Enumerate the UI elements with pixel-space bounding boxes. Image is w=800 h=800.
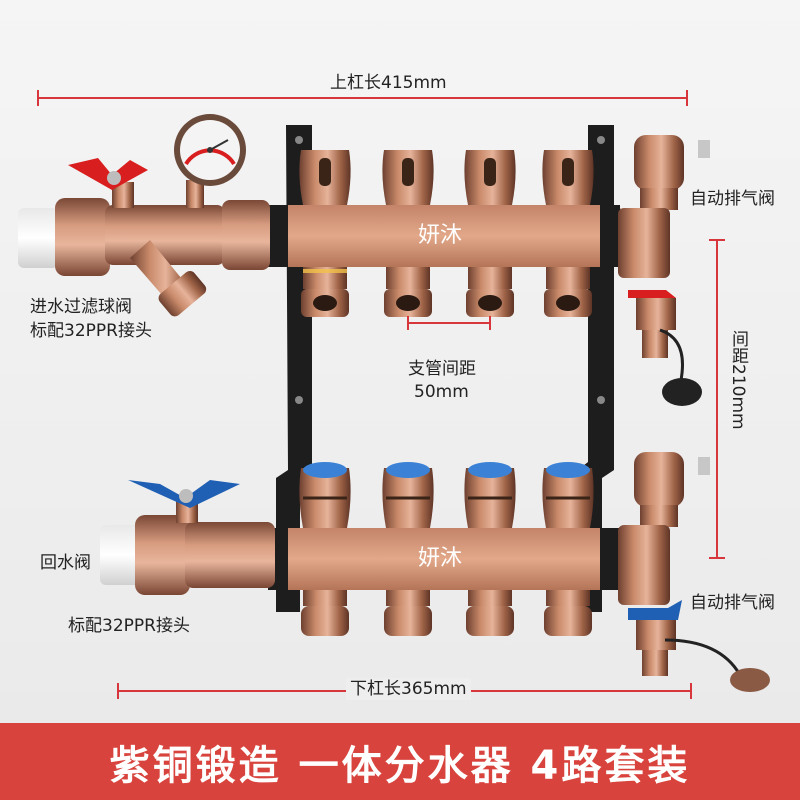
inlet-valve-label-line1: 进水过滤球阀: [30, 297, 132, 317]
bottom-branch-caps: [299, 462, 594, 528]
brand-mark-bottom: 妍沐: [418, 546, 463, 571]
brand-mark-top: 妍沐: [418, 223, 463, 248]
inlet-valve-label-line2: 标配32PPR接头: [30, 321, 152, 341]
spacing-label: 间距210mm: [728, 330, 748, 430]
spacing-dimension-line: [716, 240, 718, 558]
pressure-gauge: [174, 114, 246, 186]
dimension-cap: [37, 90, 39, 106]
top-manifold-bar: [268, 205, 623, 267]
top-air-vent: [618, 135, 710, 406]
bottom-branch-nuts: [301, 590, 592, 636]
manifold-illustration: [18, 114, 770, 692]
bottom-manifold-bar: [268, 528, 623, 590]
top-branch-nuts: [301, 267, 592, 317]
dimension-cap: [709, 239, 725, 241]
inlet-filter-valve: [18, 158, 270, 317]
dimension-cap: [686, 90, 688, 106]
return-fitting-label: 标配32PPR接头: [68, 616, 190, 636]
branch-spacing-label-line2: 50mm: [414, 382, 469, 402]
top-bar-dimension-line: [38, 97, 688, 99]
branch-spacing-label-line1: 支管间距: [408, 359, 476, 379]
bottom-air-vent: [618, 452, 770, 692]
promo-banner-text: 紫铜锻造 一体分水器 4路套装: [109, 742, 691, 789]
return-valve-label: 回水阀: [40, 553, 91, 573]
top-branch-caps: [299, 150, 594, 205]
dimension-cap: [709, 557, 725, 559]
top-bar-length-label: 上杠长415mm: [330, 73, 447, 93]
bottom-bar-length-label: 下杠长365mm: [346, 678, 471, 700]
return-valve: [100, 480, 275, 595]
bottom-air-vent-label: 自动排气阀: [690, 593, 775, 613]
dimension-cap: [117, 683, 119, 699]
dimension-cap: [690, 683, 692, 699]
top-air-vent-label: 自动排气阀: [690, 189, 775, 209]
promo-banner: 紫铜锻造 一体分水器 4路套装: [0, 723, 800, 800]
